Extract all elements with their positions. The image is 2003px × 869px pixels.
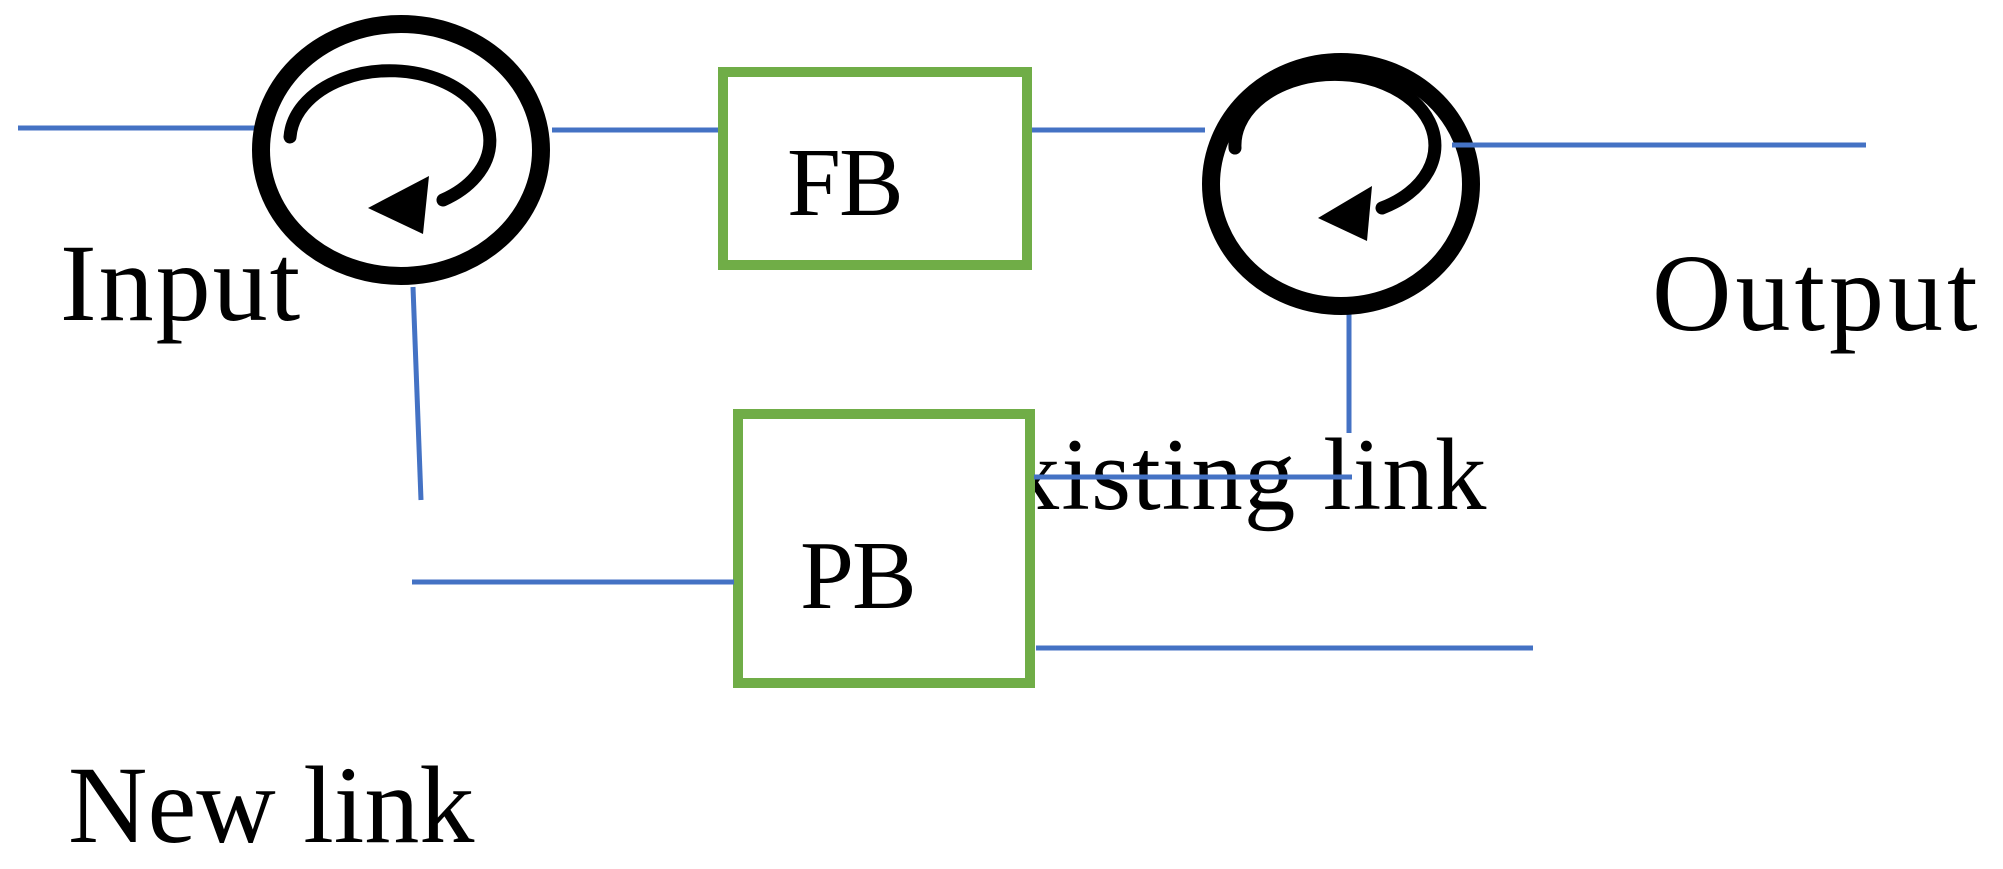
- input-label: Input: [60, 222, 303, 344]
- output-label: Output: [1652, 232, 1982, 354]
- pb-component-box: PB: [733, 409, 1035, 688]
- left-circulator-icon: [252, 15, 550, 285]
- new-link-label: New link: [68, 744, 475, 866]
- fb-box-label: FB: [787, 129, 904, 236]
- fb-component-box: FB: [718, 67, 1032, 270]
- circulator1-drop-line: [410, 286, 424, 501]
- pb-box-label: PB: [800, 522, 917, 629]
- right-circulator-icon: [1202, 53, 1480, 315]
